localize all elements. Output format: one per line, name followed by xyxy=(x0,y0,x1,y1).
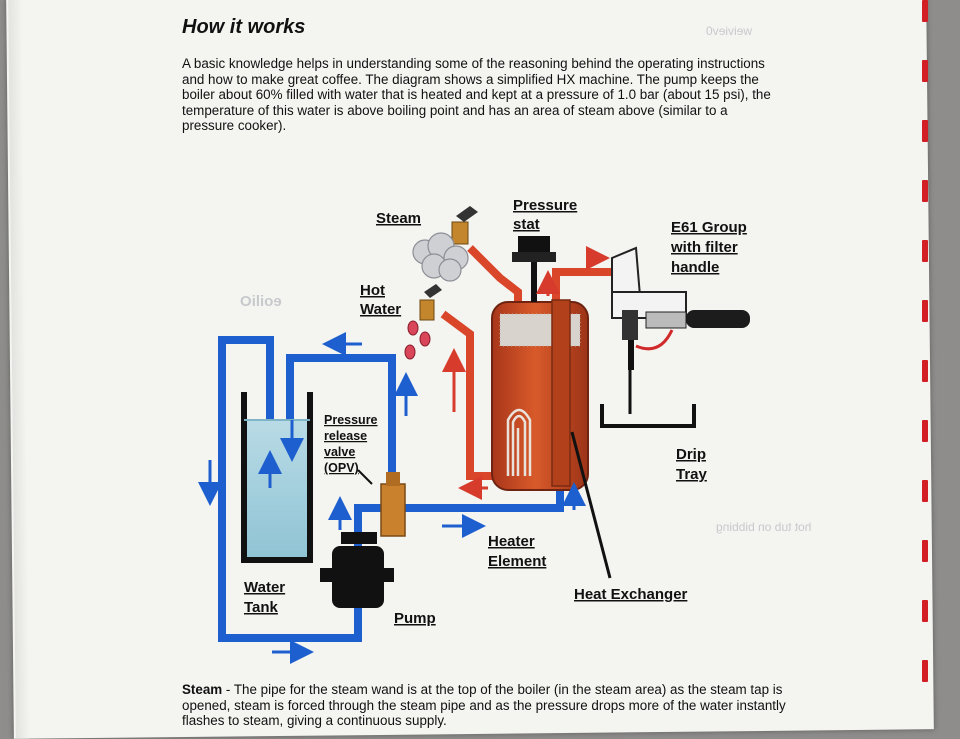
label-e61-3: handle xyxy=(671,259,719,276)
binding-tab xyxy=(922,420,928,442)
label-prv-2: release xyxy=(324,429,367,443)
e61-group xyxy=(611,246,750,414)
label-pressure-stat-2: stat xyxy=(513,216,540,233)
binding-tab xyxy=(922,660,928,682)
hx-machine-diagram: Steam Pressure stat E61 Group with filte… xyxy=(198,197,750,664)
binding-tab xyxy=(922,120,928,142)
label-heater-2: Element xyxy=(488,553,546,570)
label-water-tank-1: Water xyxy=(244,579,285,596)
binding-tab xyxy=(922,240,928,262)
drip-tray xyxy=(600,404,696,428)
binding-tab xyxy=(922,60,928,82)
steam-cloud xyxy=(412,232,469,282)
binding-tab xyxy=(922,0,928,22)
label-hot-water-2: Water xyxy=(360,301,401,318)
label-prv-4: (OPV) xyxy=(324,461,359,475)
label-prv-3: valve xyxy=(324,445,355,459)
heater-element xyxy=(506,408,532,476)
label-steam: Steam xyxy=(376,210,421,227)
label-pump: Pump xyxy=(394,610,436,627)
heat-exchanger-pointer xyxy=(570,431,612,579)
label-e61-2: with filter xyxy=(670,239,738,256)
water-tank xyxy=(241,392,313,563)
binding-tab xyxy=(922,540,928,562)
label-heat-exchanger: Heat Exchanger xyxy=(574,586,688,603)
boiler xyxy=(491,299,589,491)
intro-paragraph: A basic knowledge helps in understanding… xyxy=(182,56,771,133)
label-e61-1: E61 Group xyxy=(671,219,747,236)
binding-tab xyxy=(922,480,928,502)
label-prv-1: Pressure xyxy=(324,413,378,427)
pump xyxy=(320,532,394,608)
label-drip-2: Tray xyxy=(676,466,708,483)
label-drip-1: Drip xyxy=(676,446,706,463)
binding-tab xyxy=(922,300,928,322)
page-title: How it works xyxy=(182,16,306,38)
binding-edge xyxy=(918,0,930,720)
flow-arrows xyxy=(198,246,610,664)
binding-tab xyxy=(922,600,928,622)
steam-paragraph: Steam - The pipe for the steam wand is a… xyxy=(182,682,792,729)
hot-water-valve xyxy=(419,284,442,321)
hot-water-drops xyxy=(404,320,431,360)
binding-tab xyxy=(922,180,928,202)
label-water-tank-2: Tank xyxy=(244,599,279,616)
pressure-release-valve xyxy=(380,472,406,537)
pressure-stat xyxy=(512,236,556,302)
label-pressure-stat-1: Pressure xyxy=(513,197,577,214)
steam-description: - The pipe for the steam wand is at the … xyxy=(182,682,786,728)
label-hot-water-1: Hot xyxy=(360,282,385,299)
steam-term: Steam xyxy=(182,682,223,697)
binding-tab xyxy=(922,360,928,382)
steam-valve xyxy=(451,206,478,245)
label-heater-1: Heater xyxy=(488,533,535,550)
